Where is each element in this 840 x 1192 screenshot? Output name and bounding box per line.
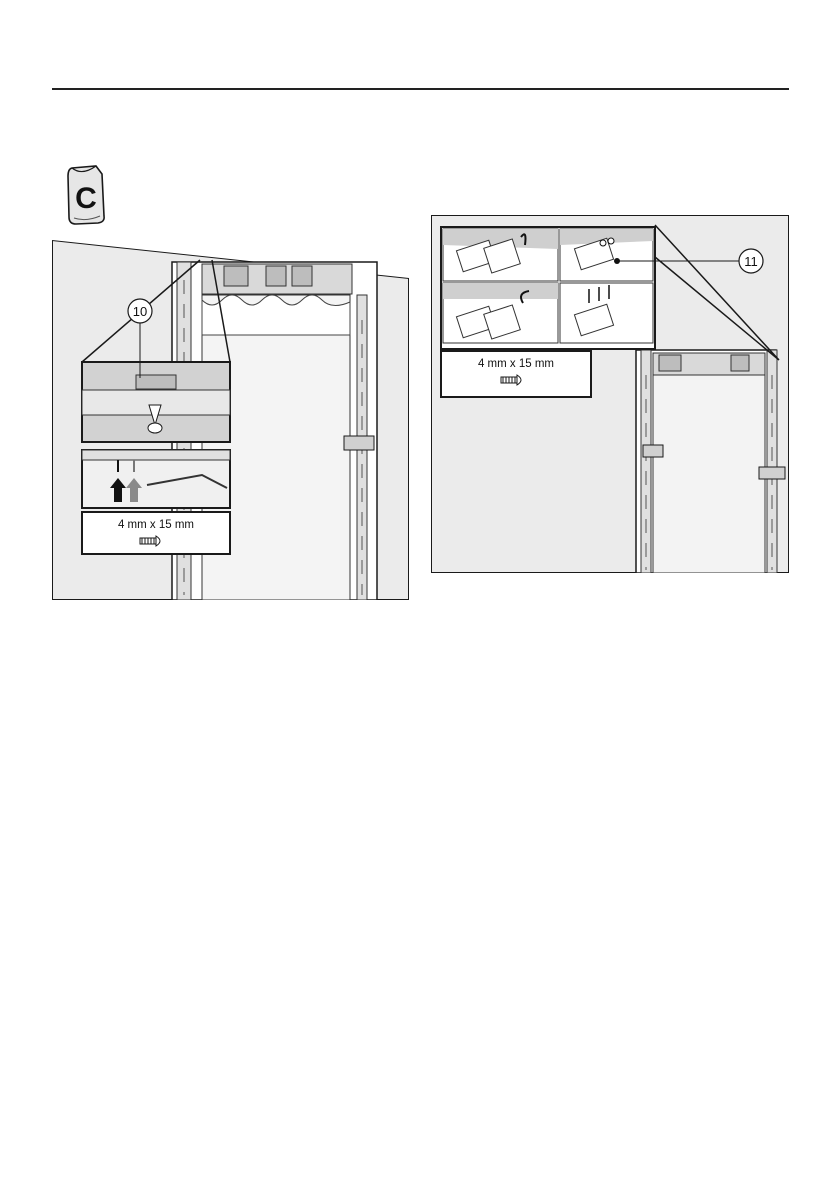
header-rule	[52, 88, 789, 90]
figure-right-installation: 11 4 mm x 15 mm	[431, 215, 789, 573]
callout-11-label: 11	[744, 254, 758, 269]
left-screw-size-label: 4 mm x 15 mm	[118, 519, 194, 531]
right-screw-size-label: 4 mm x 15 mm	[478, 358, 554, 370]
right-screw-icon	[501, 375, 521, 385]
callout-10-label: 10	[133, 304, 147, 319]
left-screw-icon	[140, 536, 160, 546]
figure-left-installation: 10 4 mm x 15 mm	[52, 240, 409, 600]
parts-bag-c-icon: C	[66, 164, 108, 226]
parts-bag-letter: C	[75, 182, 97, 215]
